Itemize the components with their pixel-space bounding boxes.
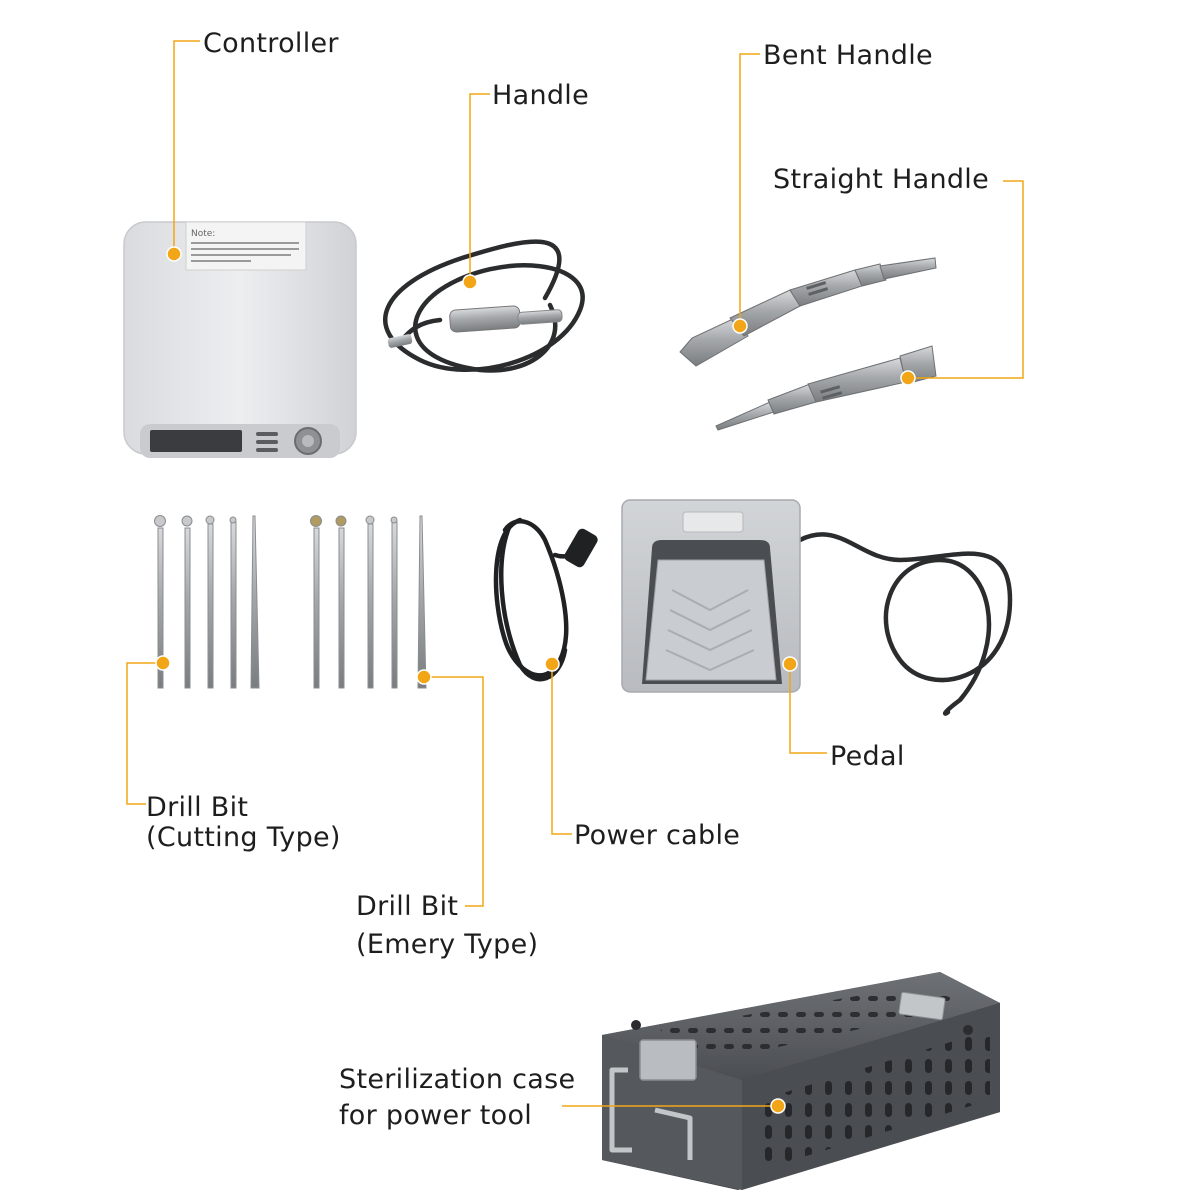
controller-note-title: Note: [191, 229, 215, 239]
leader-bent-handle [739, 53, 760, 326]
leader-handle [469, 93, 490, 282]
sterilization-case-illustration [602, 972, 1000, 1190]
label-case-line1: Sterilization case [339, 1064, 576, 1095]
power-cable-illustration [493, 517, 598, 682]
label-case-line2: for power tool [339, 1100, 533, 1131]
label-drill-emery-line1: Drill Bit [356, 891, 459, 922]
dot-power-cable [544, 656, 560, 672]
leader-pedal [789, 664, 827, 754]
leader-dots [155, 246, 916, 1114]
dot-bent-handle [732, 318, 748, 334]
label-power-cable: Power cable [574, 820, 741, 851]
dot-drill-emery [416, 669, 432, 685]
leader-lines [126, 40, 1024, 1107]
pedal-illustration [621, 499, 1013, 716]
label-drill-cutting-line2: (Cutting Type) [146, 822, 341, 853]
straight-handle-illustration [715, 345, 937, 431]
label-controller: Controller [203, 28, 339, 59]
label-case: Sterilization case for power tool [339, 1062, 575, 1134]
dot-handle [462, 274, 478, 290]
leader-drill-cutting [126, 662, 163, 805]
drill-bits-cutting-illustration [154, 515, 260, 689]
controller-illustration: Note: [123, 221, 357, 458]
label-drill-cutting-line1: Drill Bit [146, 792, 249, 823]
leader-drill-emery [424, 676, 484, 907]
label-handle: Handle [492, 80, 590, 111]
leader-power-cable [551, 664, 572, 835]
dot-drill-cutting [155, 655, 171, 671]
label-bent-handle: Bent Handle [763, 40, 933, 71]
dot-controller [166, 246, 182, 262]
dot-case [770, 1098, 786, 1114]
label-drill-cutting: Drill Bit (Cutting Type) [146, 790, 341, 856]
dot-straight-handle [900, 370, 916, 386]
leader-controller [173, 40, 200, 254]
drill-bits-emery-illustration [310, 515, 427, 689]
label-pedal: Pedal [830, 741, 905, 772]
label-drill-emery: Drill Bit (Emery Type) [356, 889, 538, 963]
handle-illustration [383, 239, 585, 373]
dot-pedal [782, 656, 798, 672]
leader-straight-handle [908, 180, 1024, 379]
bent-handle-illustration [679, 257, 937, 367]
label-drill-emery-line2: (Emery Type) [356, 929, 539, 960]
label-straight-handle: Straight Handle [773, 164, 990, 195]
